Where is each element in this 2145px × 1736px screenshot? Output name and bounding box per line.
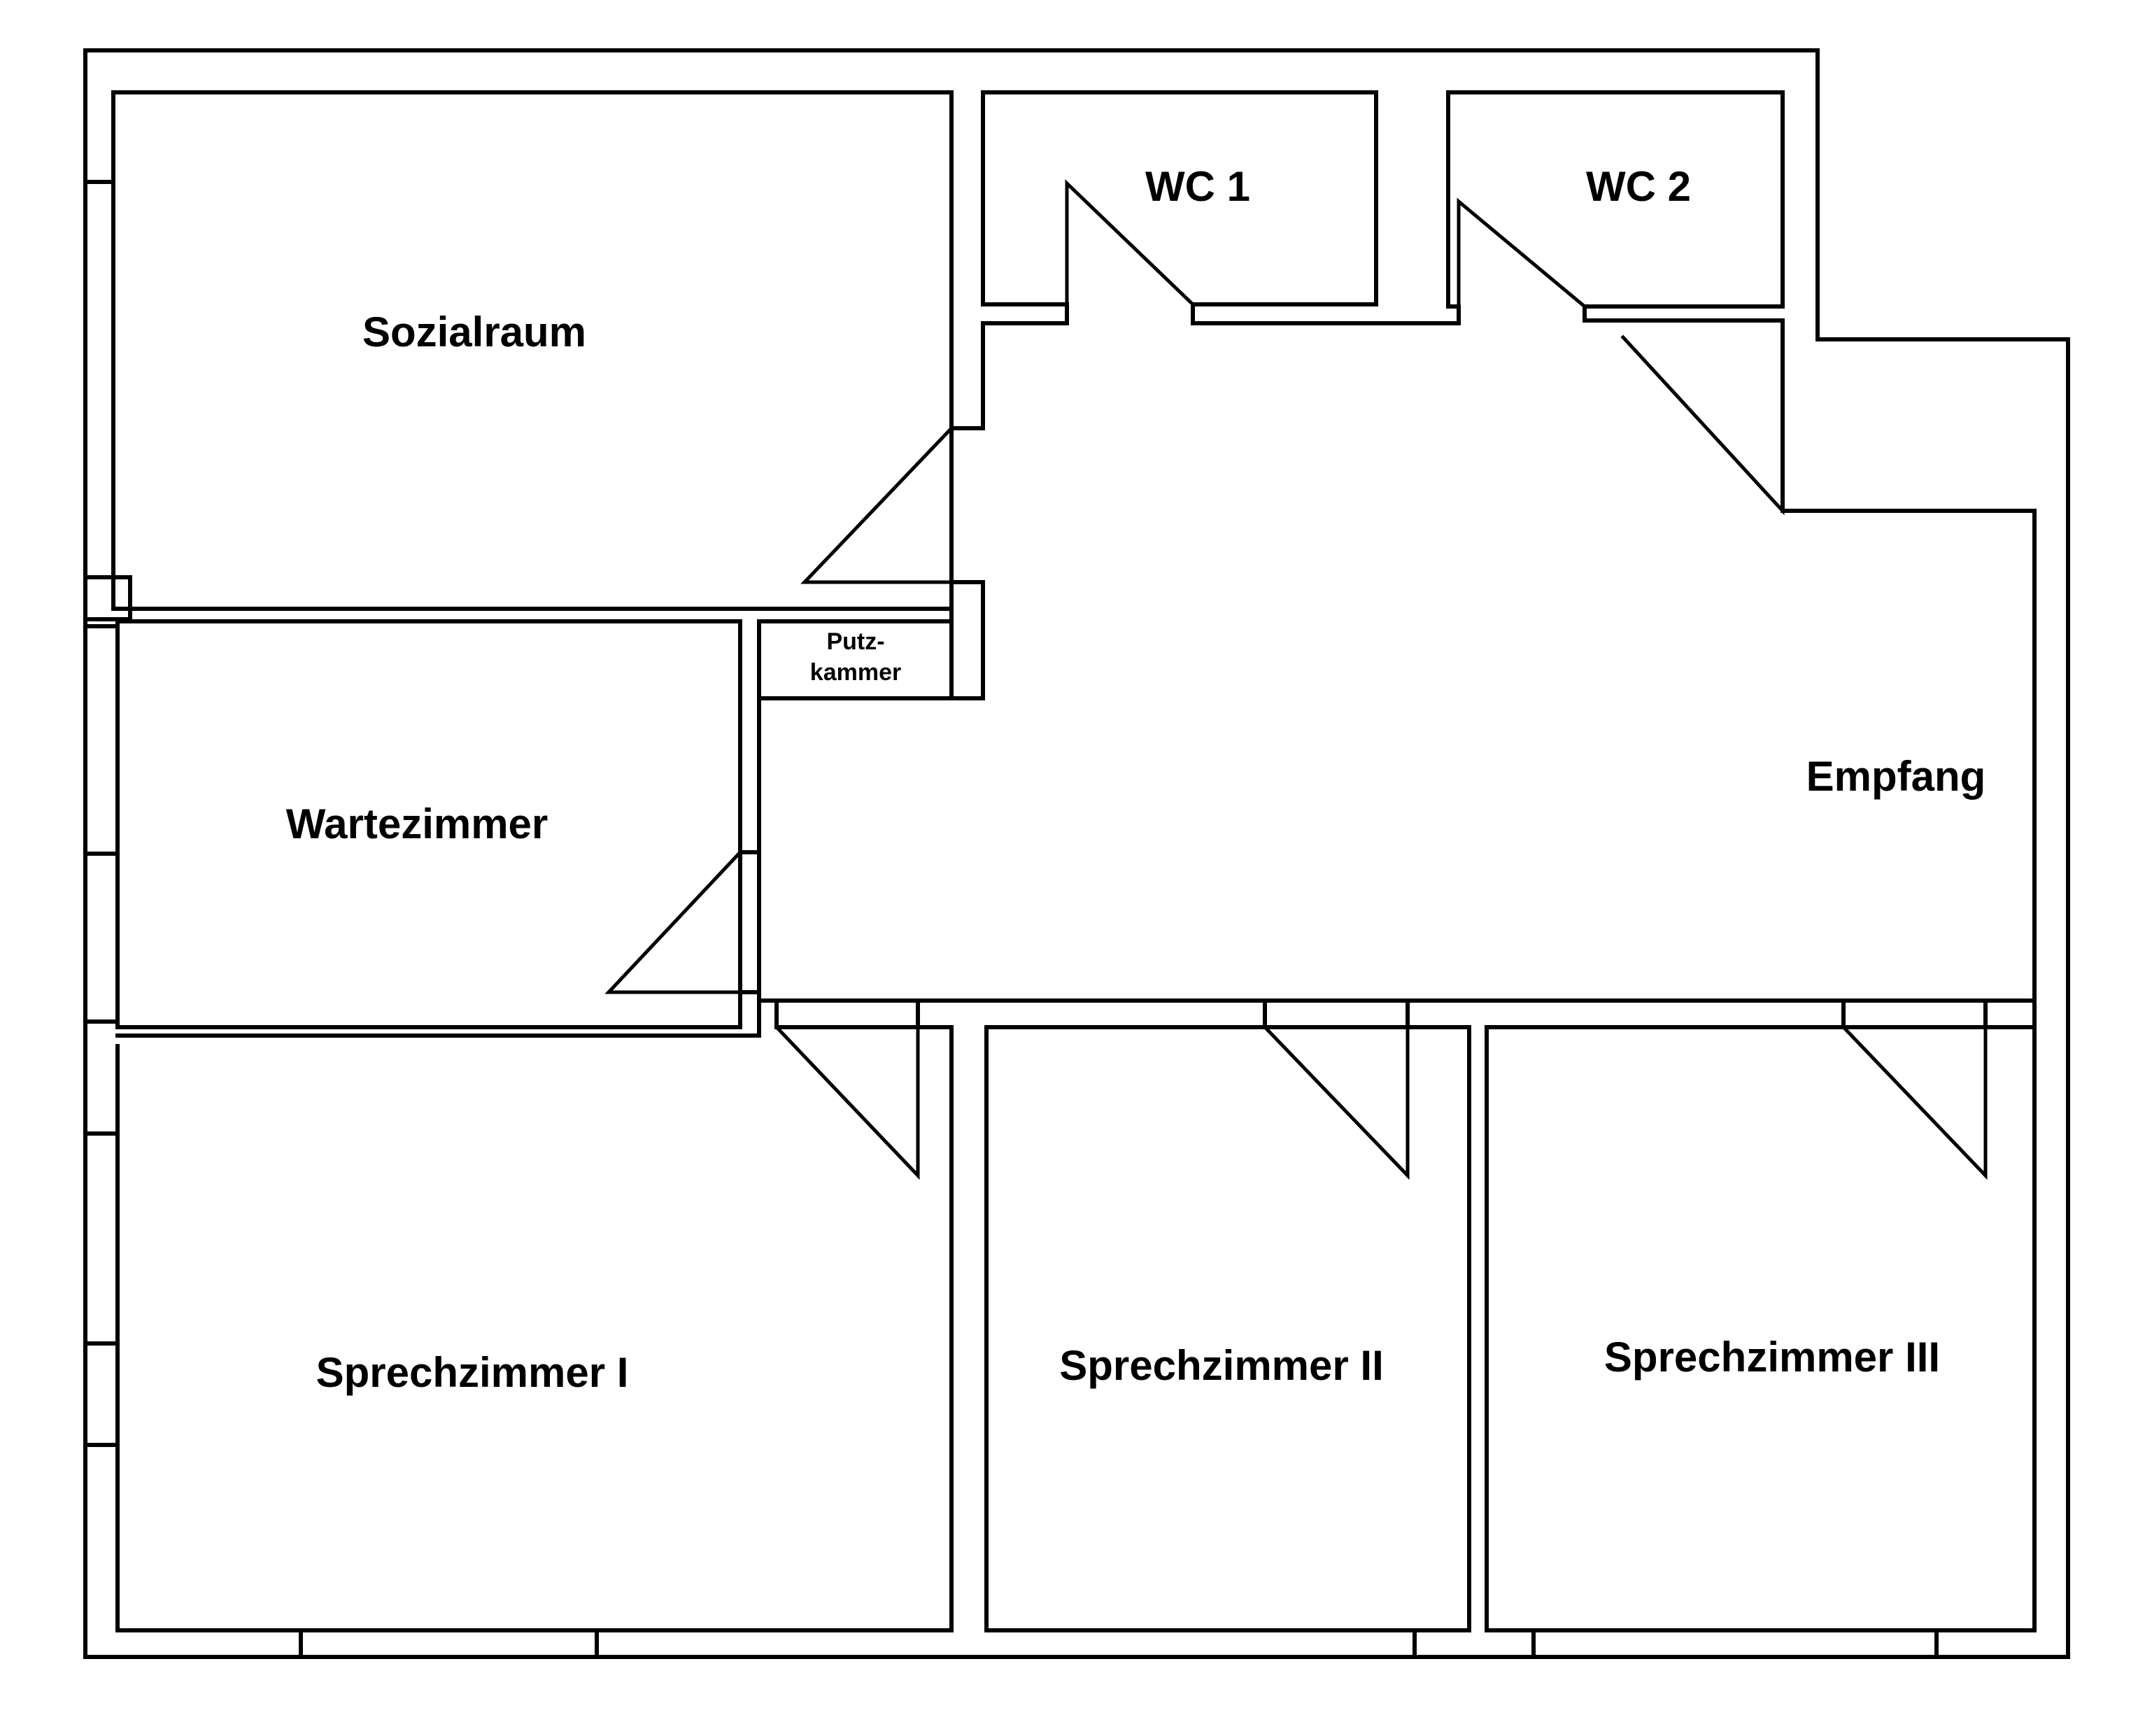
- wc1-walls-lower: [981, 90, 1069, 306]
- bottom-wall-windows: [299, 1628, 1939, 1659]
- door-sprechzimmer3: [1841, 998, 1988, 1180]
- wartezimmer-outer-wall: [115, 619, 761, 1038]
- outer-wall-outline: [83, 48, 2070, 1659]
- inner-wall-outline: [1781, 318, 2037, 1632]
- door-wartezimmer: [604, 849, 743, 994]
- door-sprechzimmer1: [774, 998, 920, 1180]
- corridor-top-wall: [949, 302, 1069, 430]
- doors: [604, 179, 1988, 1180]
- door-sprechzimmer2: [1262, 998, 1410, 1180]
- wc1-walls: [981, 90, 1378, 306]
- label-sozialraum: Sozialraum: [362, 309, 586, 355]
- corridor-wc2-wall: [1583, 304, 1785, 323]
- chimney-block: [83, 575, 132, 621]
- room-walls: [111, 90, 2037, 1632]
- label-wc1: WC 1: [1145, 163, 1250, 210]
- door-wc1: [1065, 179, 1196, 307]
- wc2-walls: [1446, 90, 1785, 309]
- label-wc2: WC 2: [1586, 163, 1691, 210]
- left-wall-windows: [83, 180, 132, 1447]
- sprechzimmer2-walls: [984, 1025, 1471, 1632]
- label-putzkammer-line2: kammer: [810, 659, 901, 686]
- putzkammer-walls: [757, 580, 985, 700]
- label-sprechzimmer3: Sprechzimmer III: [1604, 1334, 1940, 1381]
- door-sozialraum: [800, 425, 954, 584]
- sprechzimmer3-walls: [1485, 1025, 2037, 1632]
- exterior-walls: [83, 48, 2070, 1659]
- label-sprechzimmer2: Sprechzimmer II: [1059, 1342, 1384, 1389]
- door-empfang: [1620, 318, 1785, 516]
- wc2-walls-lower: [1446, 90, 1461, 309]
- label-sprechzimmer1: Sprechzimmer I: [316, 1349, 629, 1396]
- label-empfang: Empfang: [1806, 753, 1986, 800]
- room-labels: Sozialraum WC 1 WC 2 Putz- kammer Wartez…: [286, 163, 1986, 1396]
- label-putzkammer-line1: Putz-: [826, 628, 884, 655]
- wartezimmer-walls: [115, 619, 742, 1029]
- label-wartezimmer: Wartezimmer: [286, 800, 548, 847]
- door-wc2: [1457, 197, 1587, 309]
- sprechzimmer1-walls: [115, 1025, 954, 1632]
- corridor-wc-wall: [1191, 302, 1461, 325]
